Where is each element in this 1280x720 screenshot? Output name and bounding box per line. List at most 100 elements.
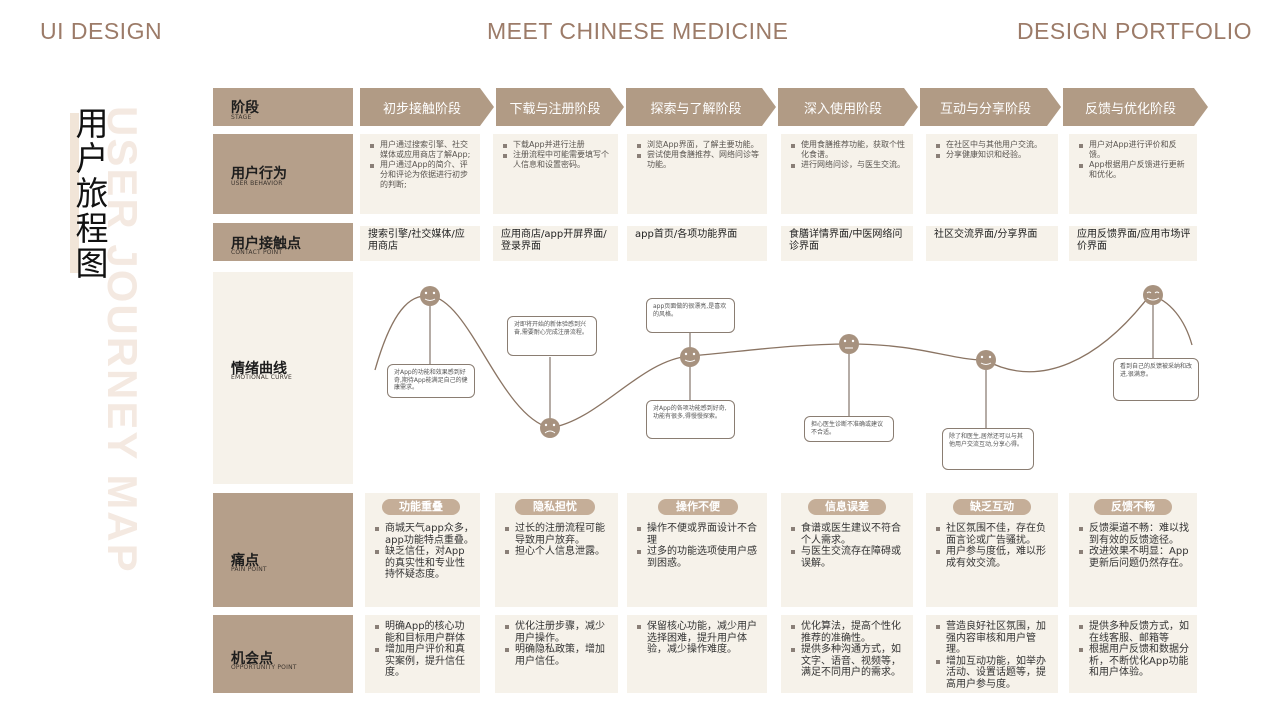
pain-point-item: 过长的注册流程可能导致用户放弃。 [504, 523, 612, 546]
pain-point-cell: 反馈不畅 反馈渠道不畅：难以找到有效的反馈途径。 改进效果不明显：App更新后问… [1069, 493, 1197, 607]
emotion-note: 对即将开始的新体验感到兴奋,需要耐心完成注册流程。 [507, 316, 597, 356]
happy-face-icon [976, 350, 996, 370]
behavior-item: 用户通过App的简介、评分和评论为依据进行初步的判断; [369, 160, 474, 190]
contact-point-cell: 搜索引擎/社交媒体/应用商店 [360, 226, 480, 261]
behavior-cell: 下载App并进行注册 注册流程中可能需要填写个人信息和设置密码。 [493, 134, 618, 214]
header-center-title: MEET CHINESE MEDICINE [487, 18, 789, 44]
contact-point-cell: 应用商店/app开屏界面/登录界面 [493, 226, 618, 261]
contact-point-cell: app首页/各项功能界面 [627, 226, 767, 261]
pain-point-cell: 隐私担忧 过长的注册流程可能导致用户放弃。 担心个人信息泄露。 [495, 493, 618, 607]
behavior-item: 在社区中与其他用户交流。 [935, 140, 1052, 150]
behavior-item: 注册流程中可能需要填写个人信息和设置密码。 [502, 150, 612, 170]
behavior-item: 尝试使用食膳推荐、网络问诊等功能。 [636, 150, 761, 170]
emotion-note: 担心医生诊断不准确或建议不合适。 [804, 416, 894, 442]
opportunity-item: 增加互动功能，如举办活动、设置话题等，提高用户参与度。 [935, 656, 1052, 691]
pain-point-item: 改进效果不明显：App更新后问题仍然存在。 [1078, 546, 1191, 569]
row-header-label: 用户行为 [231, 166, 287, 182]
opportunity-item: 明确隐私政策，增加用户信任。 [504, 644, 612, 667]
stage-arrow: 互动与分享阶段 [920, 88, 1061, 126]
behavior-item: 浏览App界面，了解主要功能。 [636, 140, 761, 150]
row-header-label: 情绪曲线 [231, 361, 287, 377]
opportunity-item: 保留核心功能，减少用户选择困难，提升用户体验，减少操作难度。 [636, 621, 761, 656]
happy-face-icon [420, 286, 440, 306]
row-header-opportunity: 机会点 OPPORTUNITY POINT [213, 615, 353, 693]
pain-point-item: 操作不便或界面设计不合理 [636, 523, 761, 546]
opportunity-item: 优化注册步骤，减少用户操作。 [504, 621, 612, 644]
behavior-cell: 在社区中与其他用户交流。 分享健康知识和经验。 [926, 134, 1058, 214]
behavior-cell: 用户通过搜索引擎、社交媒体或应用商店了解App; 用户通过App的简介、评分和评… [360, 134, 480, 214]
behavior-item: 用户通过搜索引擎、社交媒体或应用商店了解App; [369, 140, 474, 160]
row-header-sublabel: EMOTIONAL CURVE [231, 374, 293, 381]
contact-point-cell: 应用反馈界面/应用市场评价界面 [1069, 226, 1197, 261]
behavior-cell: 使用食膳推荐功能，获取个性化食谱。 进行网络问诊，与医生交流。 [781, 134, 913, 214]
opportunity-item: 根据用户反馈和数据分析，不断优化App功能和用户体验。 [1078, 644, 1191, 679]
row-header-label: 阶段 [231, 100, 259, 116]
pain-point-item: 与医生交流存在障碍或误解。 [790, 546, 907, 569]
opportunity-item: 提供多种沟通方式，如文字、语音、视频等，满足不同用户的需求。 [790, 644, 907, 679]
pain-point-cell: 操作不便 操作不便或界面设计不合理 过多的功能选项使用户感到困惑。 [627, 493, 767, 607]
pain-point-item: 食谱或医生建议不符合个人需求。 [790, 523, 907, 546]
neutral-face-icon [839, 334, 859, 354]
pain-point-cell: 信息误差 食谱或医生建议不符合个人需求。 与医生交流存在障碍或误解。 [781, 493, 913, 607]
row-header-emotion: 情绪曲线 EMOTIONAL CURVE [213, 272, 353, 484]
row-header-label: 用户接触点 [231, 236, 301, 252]
opportunity-item: 营造良好社区氛围，加强内容审核和用户管理。 [935, 621, 1052, 656]
stage-arrow: 初步接触阶段 [360, 88, 494, 126]
title-accent-bar [70, 113, 79, 273]
stage-arrow: 深入使用阶段 [778, 88, 918, 126]
opportunity-cell: 优化注册步骤，减少用户操作。 明确隐私政策，增加用户信任。 [495, 615, 618, 693]
stage-arrow: 下载与注册阶段 [496, 88, 624, 126]
row-header-sublabel: STAGE [231, 114, 252, 121]
opportunity-cell: 明确App的核心功能和目标用户群体 增加用户评价和真实案例，提升信任度。 [365, 615, 480, 693]
sad-face-icon [540, 418, 560, 438]
pain-point-cell: 缺乏互动 社区氛围不佳，存在负面言论或广告骚扰。 用户参与度低，难以形成有效交流… [926, 493, 1058, 607]
header-right-title: DESIGN PORTFOLIO [1016, 18, 1252, 44]
pain-point-item: 过多的功能选项使用户感到困惑。 [636, 546, 761, 569]
contact-point-cell: 社区交流界面/分享界面 [926, 226, 1058, 261]
row-header-sublabel: PAIN POINT [231, 566, 267, 573]
emotion-note: app页面做的很漂亮,是喜欢的风格。 [646, 298, 735, 333]
behavior-item: 用户对App进行评价和反馈。 [1078, 140, 1191, 160]
behavior-item: 下载App并进行注册 [502, 140, 612, 150]
emotion-note: 对App的功能和效果感到好奇,期待App能满足自己的健康需求。 [387, 364, 475, 398]
row-header-contact: 用户接触点 CONTACT POINT [213, 223, 353, 261]
pain-point-badge: 功能重叠 [382, 499, 460, 515]
opportunity-cell: 优化算法，提高个性化推荐的准确性。 提供多种沟通方式，如文字、语音、视频等，满足… [781, 615, 913, 693]
stage-arrow: 反馈与优化阶段 [1063, 88, 1208, 126]
header-left-title: UI DESIGN [40, 18, 163, 44]
happy-face-icon [1143, 285, 1163, 305]
pain-point-badge: 操作不便 [658, 499, 738, 515]
opportunity-cell: 营造良好社区氛围，加强内容审核和用户管理。 增加互动功能，如举办活动、设置话题等… [926, 615, 1058, 693]
row-header-sublabel: OPPORTUNITY POINT [231, 664, 297, 671]
emotion-curve-area [360, 272, 1212, 484]
row-header-behavior: 用户行为 USER BEHAVIOR [213, 134, 353, 214]
emotion-note: 对App的各项功能感到好奇,功能有很多,得慢慢探索。 [646, 400, 735, 439]
behavior-item: 分享健康知识和经验。 [935, 150, 1052, 160]
opportunity-item: 优化算法，提高个性化推荐的准确性。 [790, 621, 907, 644]
stage-arrow: 探索与了解阶段 [626, 88, 776, 126]
contact-point-cell: 食膳详情界面/中医网络问诊界面 [781, 226, 913, 261]
pain-point-item: 缺乏信任，对App的真实性和专业性持怀疑态度。 [374, 546, 474, 581]
row-header-label: 痛点 [231, 553, 259, 569]
page-title: 用户旅程图 [75, 104, 109, 283]
row-header-stage: 阶段 STAGE [213, 88, 353, 126]
pain-point-item: 反馈渠道不畅：难以找到有效的反馈途径。 [1078, 523, 1191, 546]
pain-point-item: 社区氛围不佳，存在负面言论或广告骚扰。 [935, 523, 1052, 546]
behavior-cell: 浏览App界面，了解主要功能。 尝试使用食膳推荐、网络问诊等功能。 [627, 134, 767, 214]
pain-point-item: 商城天气app众多，app功能特点重叠。 [374, 523, 474, 546]
emotion-curve-line [374, 294, 1193, 429]
happy-face-icon [680, 347, 700, 367]
pain-point-badge: 信息误差 [808, 499, 886, 515]
row-header-label: 机会点 [231, 651, 273, 667]
behavior-cell: 用户对App进行评价和反馈。 App根据用户反馈进行更新和优化。 [1069, 134, 1197, 214]
emotion-note: 除了和医生,居然还可以与其他用户交流互动,分享心得。 [942, 428, 1034, 470]
opportunity-cell: 提供多种反馈方式，如在线客服、邮箱等 根据用户反馈和数据分析，不断优化App功能… [1069, 615, 1197, 693]
opportunity-item: 明确App的核心功能和目标用户群体 [374, 621, 474, 644]
pain-point-cell: 功能重叠 商城天气app众多，app功能特点重叠。 缺乏信任，对App的真实性和… [365, 493, 480, 607]
pain-point-item: 用户参与度低，难以形成有效交流。 [935, 546, 1052, 569]
row-header-pain: 痛点 PAIN POINT [213, 493, 353, 607]
behavior-item: 进行网络问诊，与医生交流。 [790, 160, 907, 170]
emotion-note: 看到自己的反馈被采纳和改进,很满意。 [1113, 358, 1199, 401]
opportunity-item: 提供多种反馈方式，如在线客服、邮箱等 [1078, 621, 1191, 644]
